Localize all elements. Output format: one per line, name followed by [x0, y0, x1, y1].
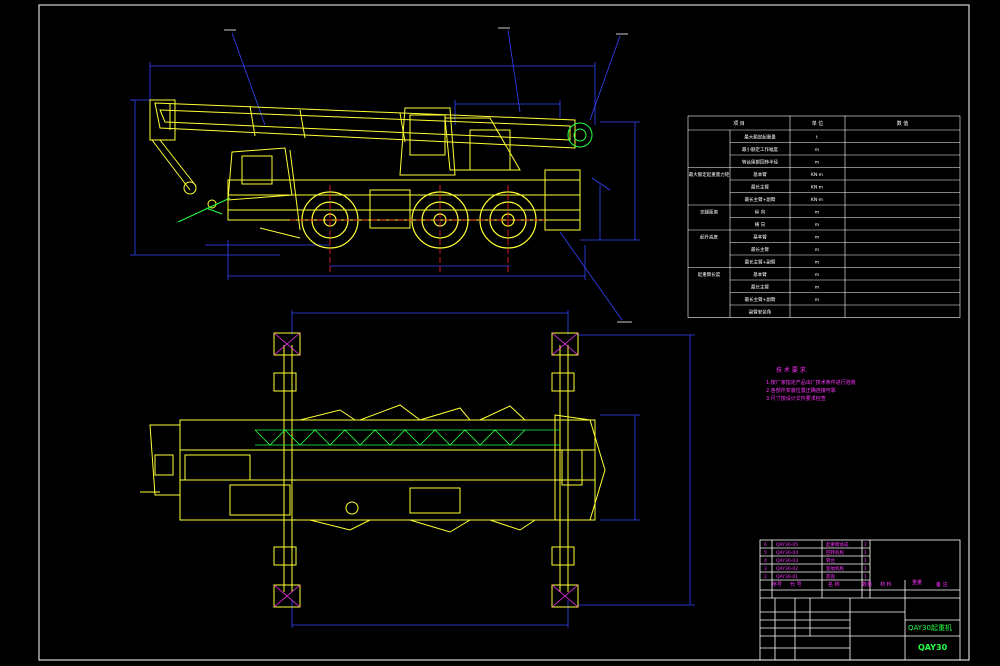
- spec-table-unit: m: [815, 261, 819, 266]
- spec-table-unit: m: [815, 223, 819, 228]
- parts-row-name: 底盘: [826, 573, 835, 580]
- drawing-name: QAY30起重机: [908, 623, 952, 632]
- luffing-cylinder: [177, 122, 593, 223]
- tech-requirement-line-1: 1.按厂家指定产品出厂技术条件进行验收: [766, 379, 856, 386]
- spec-table-unit: m: [815, 248, 819, 253]
- spec-table-group: 支腿距离: [700, 209, 718, 216]
- parts-row-no: 4: [764, 558, 767, 564]
- parts-row-code: QAY30-04: [776, 550, 798, 556]
- parts-row-name: 回转机构: [826, 549, 844, 556]
- parts-header-name: 名 称: [828, 581, 840, 588]
- outrigger-pads: [273, 332, 579, 608]
- spec-table-unit: t: [816, 135, 818, 141]
- parts-list: 6 QAY30-05 起重臂总成 1 5 QAY30-04 回转机构 1 4 QAY30-03 转台…: [764, 541, 867, 580]
- spec-table-unit: m: [815, 211, 819, 216]
- spec-table-item: 基本臂: [753, 234, 767, 241]
- spec-table-unit: KN·m: [811, 172, 823, 178]
- boom-lattice-top: [254, 429, 560, 446]
- drawing-code: QAY30: [918, 643, 948, 652]
- spec-table-item: 最长主臂: [751, 184, 769, 191]
- parts-row-code: QAY30-03: [776, 558, 798, 564]
- parts-row-name: 变幅机构: [826, 565, 844, 572]
- crane-side-view: [130, 27, 640, 323]
- spec-table-item: 基本臂: [753, 171, 767, 178]
- spec-table-unit: KN·m: [811, 185, 823, 191]
- title-block: 6 QAY30-05 起重臂总成 1 5 QAY30-04 回转机构 1 4 QAY30-03 转台…: [759, 539, 961, 661]
- spec-table-group: 起升高度: [700, 234, 718, 241]
- spec-table-item: 最长主臂+副臂: [745, 196, 776, 203]
- parts-row-no: 3: [764, 566, 767, 572]
- spec-table-item: 最小额定工作幅度: [742, 146, 778, 153]
- centerlines: [290, 185, 545, 275]
- spec-table-unit: m: [815, 148, 819, 153]
- spec-table-header: 数 值: [897, 120, 909, 127]
- parts-header-note: 备 注: [936, 581, 948, 588]
- spec-table-group: 起重臂长度: [698, 271, 721, 278]
- spec-table-unit: m: [815, 236, 819, 241]
- spec-table-item: 基本臂: [753, 271, 767, 278]
- parts-header-weight: 重量: [912, 579, 922, 586]
- tech-requirements: 技 术 要 求 1.按厂家指定产品出厂技术条件进行验收 2.各部件安装位置正确连…: [766, 366, 856, 402]
- leader-tags: [224, 27, 632, 323]
- telescopic-boom: [149, 99, 576, 209]
- spec-table-unit: m: [815, 273, 819, 278]
- spec-table-item: 纵 向: [755, 209, 766, 216]
- side-view-dimensions: [130, 29, 640, 321]
- parts-row-qty: 1: [864, 558, 867, 564]
- spec-table-item: 横 向: [755, 221, 766, 228]
- spec-table-header: 项 目: [733, 121, 745, 127]
- carrier-body-top: [140, 404, 606, 533]
- drawing-border: [38, 4, 970, 661]
- parts-row-no: 2: [764, 574, 767, 580]
- parts-row-code: QAY30-02: [776, 566, 798, 572]
- parts-row-code: QAY30-01: [776, 574, 798, 580]
- parts-row-qty: 1: [864, 550, 867, 556]
- parts-header-no: 序号: [772, 581, 782, 588]
- parts-row-name: 起重臂总成: [826, 541, 849, 548]
- spec-table-unit: m: [815, 286, 819, 291]
- tech-requirement-line-3: 3.尺寸按设计文件要求检查: [766, 395, 826, 402]
- parts-header-material: 材 料: [880, 581, 892, 588]
- outriggers: [273, 332, 579, 608]
- parts-row-name: 转台: [826, 557, 835, 564]
- spec-table-frame: [687, 115, 961, 318]
- parts-row-qty: 1: [864, 574, 867, 580]
- spec-table-item: 转台尾部回转半径: [742, 159, 778, 166]
- spec-table-unit: m: [815, 298, 819, 303]
- spec-table-header: 单 位: [812, 120, 824, 127]
- parts-row-qty: 1: [864, 566, 867, 572]
- spec-table-unit: KN·m: [811, 197, 823, 203]
- spec-table-group: 最大额定起重量力矩: [689, 171, 730, 178]
- spec-table-item: 最长主臂: [751, 284, 769, 291]
- parts-header-code: 代 号: [790, 581, 802, 588]
- tech-requirement-line-2: 2.各部件安装位置正确连接可靠: [766, 387, 836, 394]
- parts-row-no: 6: [764, 542, 767, 548]
- spec-table-item: 最长主臂+副臂: [745, 259, 776, 266]
- spec-table-item: 最长主臂+副臂: [745, 296, 776, 303]
- spec-table-item: 最大额定起重量: [744, 134, 776, 141]
- parts-row-no: 5: [764, 550, 767, 556]
- spec-table-item: 副臂安装角: [749, 309, 772, 316]
- tech-requirements-title: 技 术 要 求: [776, 366, 806, 374]
- parts-row-qty: 1: [864, 542, 867, 548]
- parts-header-qty: 数量: [862, 581, 872, 588]
- parts-row-code: QAY30-05: [776, 542, 798, 548]
- crane-top-view: [140, 310, 695, 628]
- spec-table-item: 最长主臂: [751, 246, 769, 253]
- spec-table-unit: m: [815, 161, 819, 166]
- top-view-dimensions: [291, 310, 695, 628]
